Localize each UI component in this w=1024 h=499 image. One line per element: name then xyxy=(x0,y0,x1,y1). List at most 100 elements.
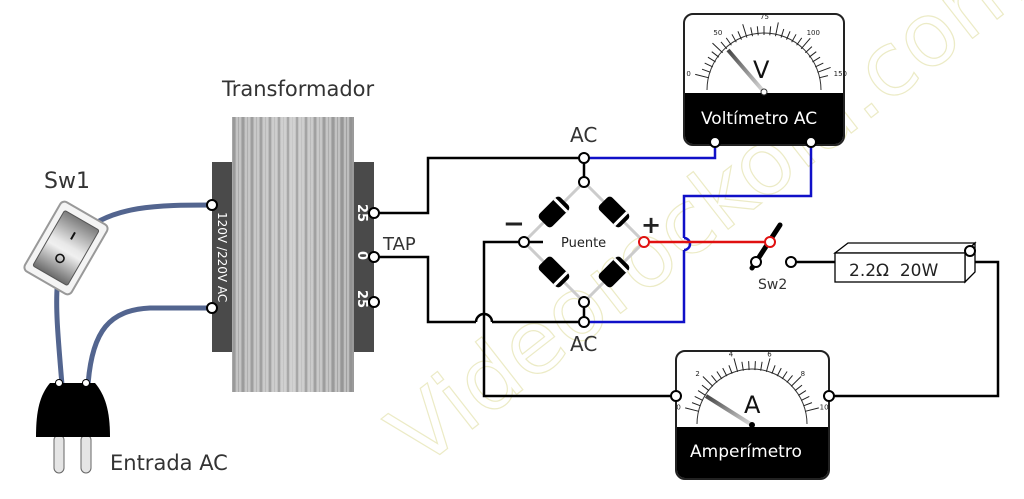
ammeter-symbol: A xyxy=(744,391,761,419)
meter-tick xyxy=(701,68,711,73)
meter-tick xyxy=(760,361,763,371)
terminal xyxy=(578,316,590,328)
meter-tick xyxy=(794,384,803,392)
meter-scale-label: 75 xyxy=(760,13,769,21)
terminal xyxy=(368,296,380,308)
terminal-positive xyxy=(764,236,776,248)
terminal xyxy=(785,256,797,268)
terminal xyxy=(670,390,682,402)
ac-plug xyxy=(36,379,110,474)
tap-label: TAP xyxy=(382,234,416,255)
meter-tick xyxy=(722,367,728,377)
voltmeter-title: Voltímetro AC xyxy=(701,109,817,129)
terminal xyxy=(578,152,590,164)
terminal xyxy=(368,207,380,219)
terminal xyxy=(368,251,380,263)
sec-top-tap: 25 xyxy=(354,204,369,222)
meter-tick xyxy=(701,384,710,392)
meter-tick xyxy=(695,73,709,79)
meter-tick xyxy=(814,62,824,68)
meter-tick xyxy=(697,390,706,396)
meter-tick xyxy=(812,56,821,63)
meter-tick xyxy=(694,395,703,401)
meter-scale-label: 0 xyxy=(686,70,690,78)
meter-tick xyxy=(781,371,788,380)
meter-tick xyxy=(817,66,831,73)
laminations xyxy=(233,117,352,392)
plus-sign: + xyxy=(641,211,661,239)
meter-tick xyxy=(756,26,759,36)
meter-scale-label: 100 xyxy=(807,29,820,37)
minus-sign: − xyxy=(503,209,525,239)
meter-tick xyxy=(712,42,723,54)
meter-tick xyxy=(720,41,728,50)
terminal-positive xyxy=(638,236,650,248)
primary-rating: 120V /220V AC xyxy=(215,212,229,302)
sw2-label: Sw2 xyxy=(758,277,787,293)
meter-tick xyxy=(731,34,737,43)
meter-tick xyxy=(786,31,791,40)
meter-tick xyxy=(725,37,732,46)
meter-scale-label: 50 xyxy=(713,29,722,37)
meter-tick xyxy=(796,37,803,46)
resistor-label: 2.2Ω 20W xyxy=(849,261,938,281)
ammeter-title: Amperímetro xyxy=(690,442,802,462)
terminal xyxy=(206,302,218,314)
ac-top-label: AC xyxy=(570,123,597,147)
meter-tick xyxy=(711,375,718,383)
meter-scale-label: 150 xyxy=(834,70,847,78)
meter-tick xyxy=(769,26,772,36)
sw1-label: Sw1 xyxy=(44,169,90,194)
meter-tick xyxy=(780,28,785,38)
meter-scale-label: 10 xyxy=(820,404,829,412)
terminal xyxy=(823,390,835,402)
sec-bot-tap: 25 xyxy=(354,290,369,308)
transformer-label: Transformador xyxy=(221,77,375,101)
terminals xyxy=(206,136,976,402)
meter-tick xyxy=(791,34,797,43)
meter-tick xyxy=(707,56,716,63)
meter-tick xyxy=(819,75,829,79)
terminal xyxy=(964,245,976,257)
power-resistor xyxy=(833,241,977,284)
meter-tick xyxy=(737,31,742,40)
meter-tick xyxy=(728,365,733,374)
ac-bottom-label: AC xyxy=(570,332,597,356)
sec-mid-tap: 0 xyxy=(354,251,369,260)
meter-tick xyxy=(691,402,701,407)
meter-scale-label: 0 xyxy=(676,404,680,412)
meter-tick xyxy=(741,361,744,371)
meter-tick xyxy=(790,376,802,387)
terminal xyxy=(206,199,218,211)
meter-tick xyxy=(750,27,753,37)
meter-tick xyxy=(704,62,714,68)
meter-tick xyxy=(798,390,807,396)
mains-cable-bottom xyxy=(85,305,212,386)
meter-tick xyxy=(685,407,699,412)
meter-tick xyxy=(711,51,720,58)
black-wires xyxy=(374,156,1000,398)
meter-tick xyxy=(702,376,714,387)
meter-tick xyxy=(805,46,813,54)
voltmeter-symbol: V xyxy=(753,56,770,84)
meter-tick xyxy=(801,395,810,401)
meter-tick xyxy=(808,51,817,58)
meter-tick xyxy=(803,402,813,407)
entrada-label: Entrada AC xyxy=(110,451,228,475)
meter-tick xyxy=(733,358,739,373)
terminal xyxy=(578,296,590,308)
terminal xyxy=(750,256,762,268)
terminal xyxy=(805,136,817,148)
meter-scale-label: 6 xyxy=(767,351,772,359)
meter-tick xyxy=(800,37,811,50)
sw1-switch[interactable] xyxy=(23,200,110,296)
meter-scale-label: 8 xyxy=(801,370,805,378)
bridge-label: Puente xyxy=(561,236,606,251)
meter-tick xyxy=(805,407,819,412)
meter-tick xyxy=(716,371,723,380)
voltmeter: 0 50 75 100 150 xyxy=(683,13,847,146)
terminal xyxy=(518,236,530,248)
